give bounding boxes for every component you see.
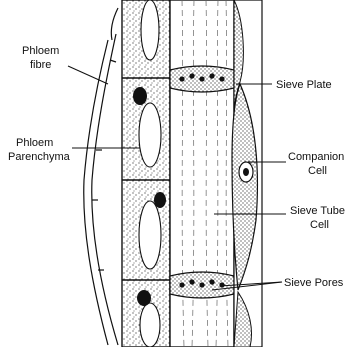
- parenchyma-nucleus: [137, 290, 151, 306]
- label-sieve-tube-cell-line1: Sieve Tube: [290, 205, 345, 217]
- phloem-parenchyma-column: [122, 0, 170, 347]
- label-companion-cell-line1: Companion: [288, 151, 344, 163]
- label-companion-cell-line2: Cell: [308, 165, 327, 177]
- label-phloem-parenchyma: Phloem Parenchyma: [8, 137, 71, 163]
- label-phloem-parenchyma-line2: Parenchyma: [8, 151, 71, 163]
- parenchyma-nucleus: [133, 87, 147, 105]
- label-sieve-plate: Sieve Plate: [276, 79, 332, 91]
- label-phloem-fibre-line1: Phloem: [22, 45, 59, 57]
- companion-cell-column: [232, 0, 262, 347]
- label-phloem-fibre-line2: fibre: [30, 59, 51, 71]
- label-companion-cell: Companion Cell: [288, 151, 347, 177]
- parenchyma-nucleus: [154, 192, 166, 208]
- sieve-tube-column: [170, 0, 234, 347]
- label-sieve-tube-cell: Sieve Tube Cell: [290, 205, 348, 231]
- label-sieve-tube-cell-line2: Cell: [310, 219, 329, 231]
- phloem-fibre-strips: [84, 8, 118, 345]
- label-phloem-parenchyma-line1: Phloem: [16, 137, 53, 149]
- label-sieve-pores: Sieve Pores: [284, 277, 344, 289]
- label-phloem-fibre: Phloem fibre: [22, 45, 62, 71]
